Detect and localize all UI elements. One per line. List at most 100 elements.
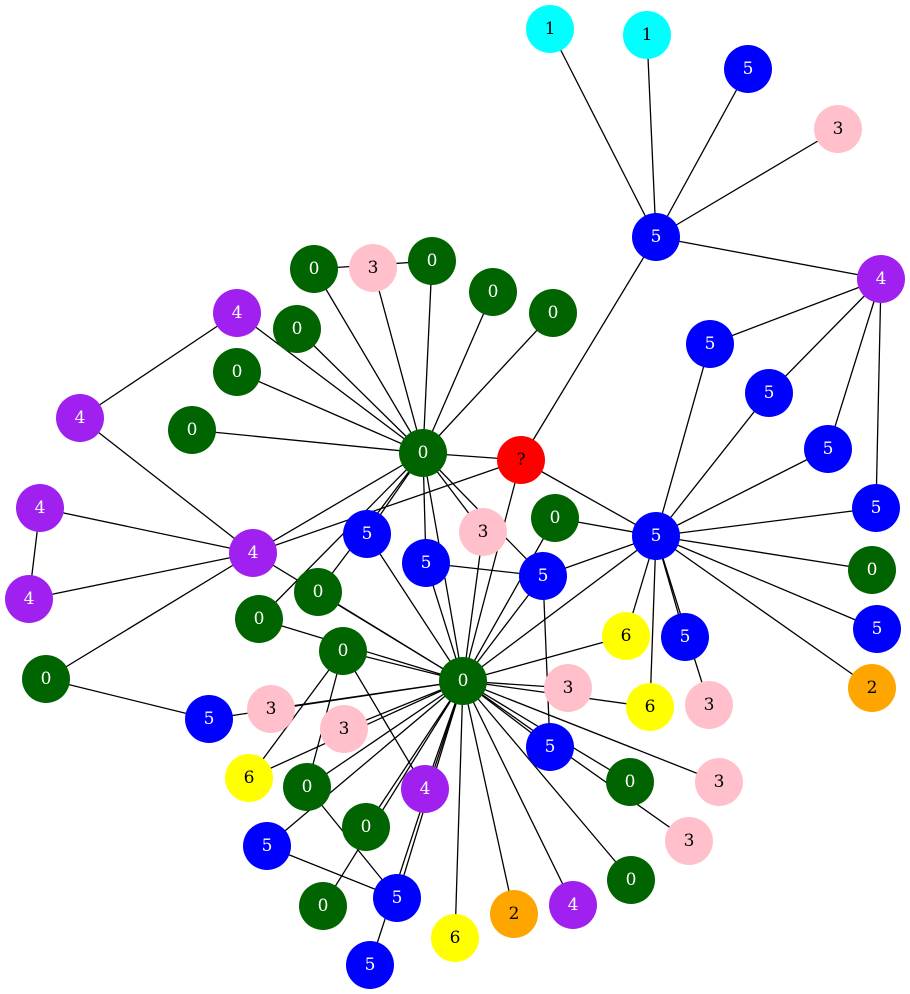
node-label: 3 [833,119,844,139]
edge-hubR-b5r4 [655,507,877,537]
node-hubL: 4 [229,529,277,577]
node-v4r: 4 [857,255,905,303]
node-v4d: 4 [5,575,53,623]
node-circle [243,822,291,870]
node-label: 5 [362,524,373,544]
edge-hubB-p3g [462,680,690,842]
node-label: 5 [365,955,376,975]
node-label: 5 [538,566,549,586]
node-circle [852,484,900,532]
edge-hubB-g0l [306,680,464,788]
node-circle [665,817,713,865]
node-label: 3 [714,772,725,792]
node-circle [490,890,538,938]
edges-layer [28,28,882,966]
node-p3d: 3 [247,685,295,733]
edge-hubR-b5r1 [655,343,711,537]
edge-hubB-b5m1 [366,533,464,682]
node-p3g: 3 [665,817,713,865]
node-circle [320,705,368,753]
node-circle [519,552,567,600]
edge-hubA-g0e [296,328,424,454]
node-circle [544,664,592,712]
node-p3e: 3 [320,705,368,753]
node-label: 0 [313,582,324,602]
edge-hubR-g0r1 [655,535,873,571]
node-label: 0 [625,772,636,792]
node-label: 0 [548,303,559,323]
node-circle [5,575,53,623]
node-label: 0 [361,817,372,837]
node-circle [529,289,577,337]
node-g0j: 0 [22,655,70,703]
node-hubR: 5 [632,512,680,560]
node-label: 4 [75,408,86,428]
edge-c1a-hubT [549,28,657,238]
node-circle [294,568,342,616]
node-b5b2: 5 [243,822,291,870]
node-o2b: 2 [490,890,538,938]
node-label: 4 [232,303,243,323]
edge-hubB-g0h [317,591,464,682]
node-label: 5 [262,836,273,856]
node-circle [342,803,390,851]
node-circle [606,758,654,806]
node-circle [235,595,283,643]
edge-hubA-g0i [258,452,424,620]
edge-c1b-hubT [646,34,657,238]
node-label: 5 [705,334,716,354]
node-g0b: 0 [408,237,456,285]
node-v4b: 4 [56,394,104,442]
node-label: 3 [563,678,574,698]
node-circle [469,268,517,316]
node-label: 5 [823,439,834,459]
node-g0q: 0 [607,856,655,904]
node-label: 5 [872,619,883,639]
node-label: 3 [266,699,277,719]
node-circle [439,657,487,705]
node-v4f: 4 [549,881,597,929]
node-b5m3: 5 [519,552,567,600]
node-label: 2 [509,904,520,924]
node-label: 4 [876,269,887,289]
node-label: 1 [545,19,556,39]
node-circle [343,510,391,558]
node-label: 0 [318,896,329,916]
node-label: 0 [187,420,198,440]
node-circle [319,627,367,675]
edge-hubB-g0o [365,680,464,828]
node-v4a: 4 [213,289,261,337]
node-p3f: 3 [695,758,743,806]
node-g0n: 0 [606,758,654,806]
edge-v4a-v4b [79,312,238,419]
node-circle [402,539,450,587]
node-b5r4: 5 [852,484,900,532]
edge-hubR-b5r2 [655,392,770,537]
edge-hubL-g0j [45,552,254,680]
node-circle [724,45,772,93]
edge-v4d-hubL [28,552,254,600]
node-circle [399,429,447,477]
node-p3c: 3 [685,681,733,729]
node-circle [848,546,896,594]
node-label: 4 [420,779,431,799]
node-circle [290,245,338,293]
node-label: 0 [550,508,561,528]
edge-hubR-b5r5 [655,535,878,630]
node-y6c: 6 [225,754,273,802]
node-c1a: 1 [526,5,574,53]
node-circle [623,11,671,59]
edge-hubR-q [520,459,657,537]
edge-v4r-b5r4 [875,278,882,509]
node-circle [526,5,574,53]
node-b5m1: 5 [343,510,391,558]
edge-v4b-hubL [79,417,254,554]
edge-hubB-p3m [462,531,484,682]
node-b5b1: 5 [526,723,574,771]
node-circle [168,406,216,454]
edge-v4r-b5r2 [768,278,882,394]
node-g0g: 0 [168,406,216,454]
edge-b5top-hubT [655,68,749,238]
node-v4c: 4 [16,484,64,532]
